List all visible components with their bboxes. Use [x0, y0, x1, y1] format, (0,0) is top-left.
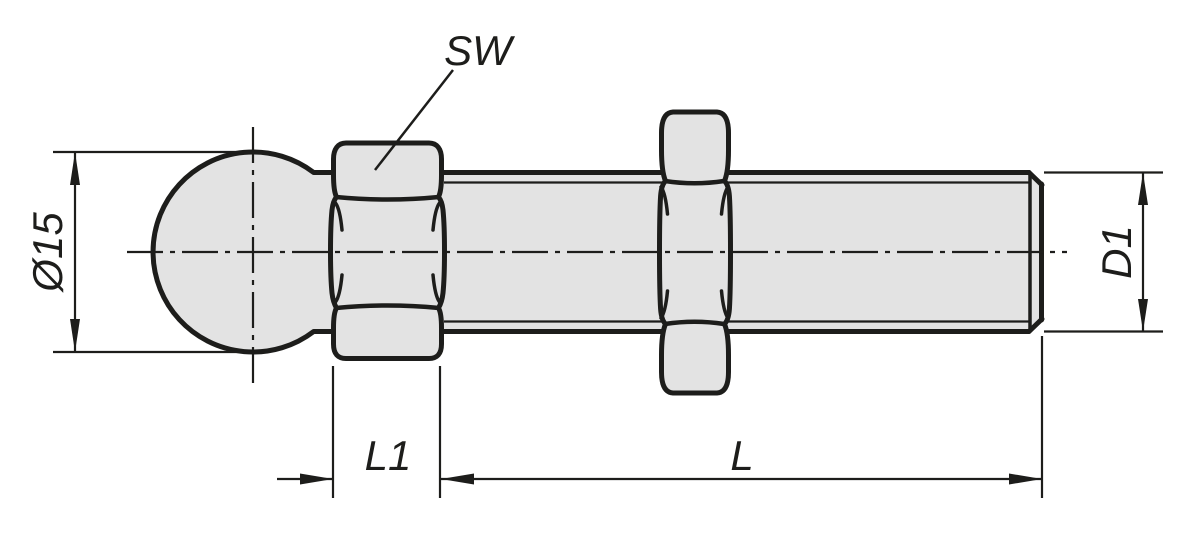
ball-head [150, 149, 317, 355]
shaft-outer-lines [439, 170, 1032, 334]
lock-nut-face-edges [662, 178, 727, 327]
hex-nut-chamfer-arcs [333, 201, 442, 304]
dimension-nut-length: L1 [277, 366, 442, 498]
arrowhead-right [1009, 473, 1042, 485]
label-wrench-size: SW [444, 27, 515, 74]
arrowhead-up [1138, 172, 1148, 205]
arrowhead-left [441, 473, 474, 485]
label-nut-length: L1 [365, 432, 412, 479]
hex-nut-face-edges [333, 194, 442, 311]
hex-nut-silhouette [328, 140, 447, 361]
label-ball-diameter: Ø15 [24, 212, 71, 294]
arrowhead-right [300, 473, 333, 485]
arrowhead-up [70, 152, 80, 185]
extension-lines [331, 366, 442, 498]
leader-line [374, 69, 454, 171]
extension-lines [53, 150, 253, 354]
thread-root-lines [444, 181, 1029, 323]
hex-nut [328, 140, 447, 361]
ball-body [153, 152, 314, 352]
label-thread-diameter: D1 [1093, 225, 1140, 279]
arrowhead-down [70, 319, 80, 352]
callout-wrench-size: SW [374, 27, 515, 171]
label-total-length: L [730, 432, 753, 479]
dimension-thread-diameter: D1 [1044, 171, 1163, 333]
lock-nut-chamfer-arcs [659, 185, 730, 320]
arrowhead-down [1138, 299, 1148, 332]
dimension-ball-diameter: Ø15 [24, 150, 253, 354]
dimension-total-length: L [441, 336, 1044, 498]
